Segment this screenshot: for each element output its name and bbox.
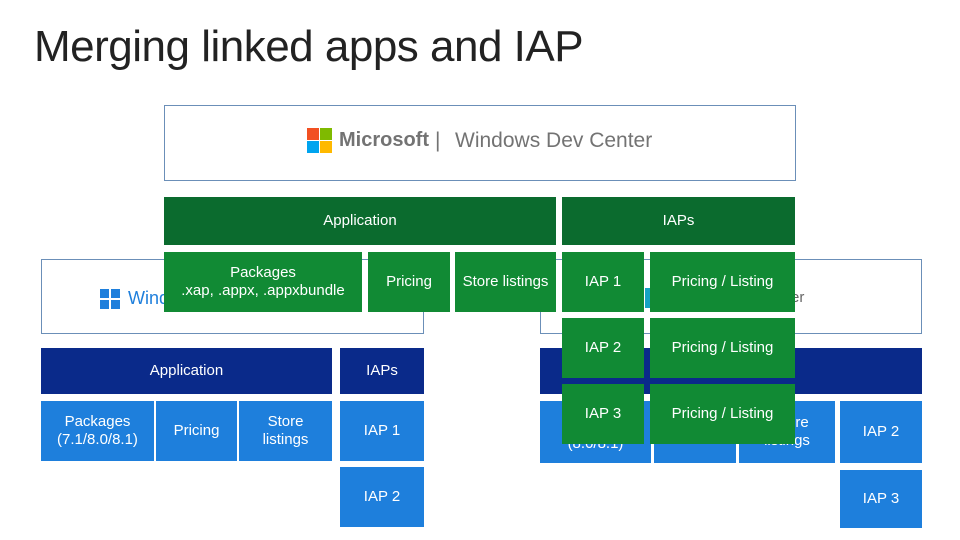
merged-pricing: Pricing bbox=[368, 252, 450, 312]
merged-iaps-header: IAPs bbox=[562, 197, 795, 245]
right-iap-2: IAP 2 bbox=[840, 401, 922, 463]
page-title: Merging linked apps and IAP bbox=[34, 22, 584, 71]
dev-center-name: Windows Dev Center bbox=[455, 129, 653, 152]
left-iap-2: IAP 2 bbox=[340, 467, 424, 527]
left-application-header: Application bbox=[41, 348, 332, 394]
right-iap-3: IAP 3 bbox=[840, 470, 922, 528]
merged-iap-1-pricing-listing: Pricing / Listing bbox=[650, 252, 795, 312]
left-packages-title: Packages bbox=[64, 413, 131, 430]
left-pricing: Pricing bbox=[156, 401, 237, 461]
right-store-line1: re bbox=[795, 414, 809, 431]
left-iaps-header: IAPs bbox=[340, 348, 424, 394]
merged-application-header: Application bbox=[164, 197, 556, 245]
left-store-name: Wind bbox=[128, 288, 170, 308]
merged-iap-2-pricing-listing: Pricing / Listing bbox=[650, 318, 795, 378]
store-logo-icon bbox=[645, 288, 653, 308]
merged-iap-3: IAP 3 bbox=[562, 384, 644, 444]
merged-store-listings: Store listings bbox=[455, 252, 556, 312]
left-store-listings: Store listings bbox=[239, 401, 332, 461]
microsoft-logo-icon bbox=[307, 128, 333, 154]
dev-center-banner: Microsoft | Windows Dev Center bbox=[164, 105, 796, 181]
left-store-line2: listings bbox=[262, 431, 309, 448]
merged-iap-3-pricing-listing: Pricing / Listing bbox=[650, 384, 795, 444]
windows-logo-icon bbox=[100, 289, 120, 309]
merged-iap-2: IAP 2 bbox=[562, 318, 644, 378]
microsoft-wordmark: Microsoft bbox=[339, 129, 429, 151]
merged-packages: Packages .xap, .appx, .appxbundle bbox=[164, 252, 362, 312]
merged-packages-formats: .xap, .appx, .appxbundle bbox=[181, 282, 345, 299]
left-store-line1: Store bbox=[267, 413, 304, 430]
merged-iap-1: IAP 1 bbox=[562, 252, 644, 312]
banner-separator: | bbox=[435, 129, 441, 152]
left-iap-1: IAP 1 bbox=[340, 401, 424, 461]
merged-packages-title: Packages bbox=[230, 264, 296, 281]
left-packages-versions: (7.1/8.0/8.1) bbox=[57, 431, 138, 448]
left-packages: Packages (7.1/8.0/8.1) bbox=[41, 401, 154, 461]
